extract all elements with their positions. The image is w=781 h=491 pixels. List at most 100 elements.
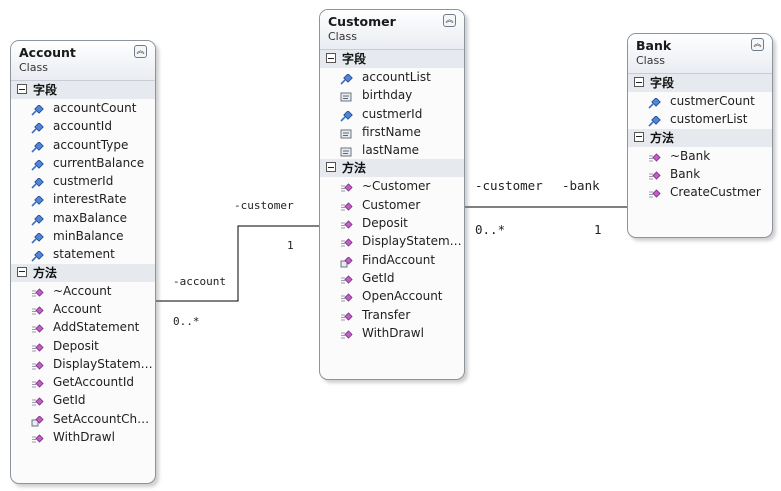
member-row[interactable]: Deposit	[11, 337, 155, 355]
member-name: SetAccountCh…	[53, 411, 150, 426]
member-row[interactable]: SetAccountCh…	[11, 410, 155, 428]
member-row[interactable]: currentBalance	[11, 154, 155, 172]
member-row[interactable]: OpenAccount	[320, 287, 464, 305]
member-name: OpenAccount	[362, 289, 443, 304]
collapse-icon[interactable]: ︽	[751, 38, 764, 51]
member-row[interactable]: accountId	[11, 117, 155, 135]
section-title: 字段	[33, 83, 58, 97]
member-name: interestRate	[53, 192, 127, 207]
section-header[interactable]: 字段	[11, 81, 155, 99]
member-name: Customer	[362, 197, 421, 212]
method-icon	[340, 310, 353, 321]
member-name: currentBalance	[53, 155, 145, 170]
section-header[interactable]: 方法	[11, 263, 155, 282]
member-name: Transfer	[362, 307, 411, 322]
member-name: AddStatement	[53, 320, 140, 335]
member-name: ~Bank	[670, 148, 711, 163]
member-row[interactable]: CreateCustmer	[628, 183, 772, 201]
member-row[interactable]: custmerId	[320, 105, 464, 123]
method-icon	[31, 304, 44, 315]
member-row[interactable]: custmerCount	[628, 92, 772, 110]
class-stereotype: Class	[636, 54, 665, 67]
field-icon	[31, 140, 44, 153]
field-icon	[31, 194, 44, 208]
method-icon	[648, 187, 661, 198]
member-row[interactable]: firstName	[320, 123, 464, 141]
static-method-icon	[31, 414, 44, 427]
class-header: Account Class ︽	[11, 41, 155, 81]
section-header[interactable]: 字段	[320, 50, 464, 68]
member-row[interactable]: accountCount	[11, 99, 155, 117]
member-row[interactable]: maxBalance	[11, 209, 155, 227]
method-icon	[31, 359, 44, 370]
section-header[interactable]: 字段	[628, 74, 772, 92]
collapse-section-icon[interactable]	[326, 53, 336, 63]
class-header: Bank Class ︽	[628, 34, 772, 74]
member-row[interactable]: WithDrawl	[320, 324, 464, 342]
field-icon	[31, 121, 44, 134]
collapse-section-icon[interactable]	[634, 131, 644, 142]
member-name: CreateCustmer	[670, 185, 761, 200]
collapse-section-icon[interactable]	[634, 77, 644, 87]
member-row[interactable]: WithDrawl	[11, 428, 155, 446]
method-icon	[340, 181, 353, 193]
member-row[interactable]: Customer	[320, 196, 464, 214]
member-name: customerList	[670, 112, 748, 127]
section-header[interactable]: 方法	[320, 159, 464, 178]
method-icon	[340, 236, 353, 247]
member-row[interactable]: interestRate	[11, 190, 155, 208]
collapse-icon[interactable]: ︽	[134, 45, 147, 58]
member-row[interactable]: Transfer	[320, 306, 464, 324]
member-row[interactable]: lastName	[320, 141, 464, 159]
method-icon	[648, 151, 661, 162]
member-row[interactable]: customerList	[628, 110, 772, 128]
section-title: 方法	[650, 130, 675, 145]
member-row[interactable]: accountList	[320, 68, 464, 86]
member-row[interactable]: custmerId	[11, 172, 155, 190]
field-icon	[648, 114, 661, 127]
member-row[interactable]: ~Bank	[628, 147, 772, 165]
member-row[interactable]: AddStatement	[11, 318, 155, 336]
member-row[interactable]: DisplayStatem…	[320, 232, 464, 250]
member-name: WithDrawl	[362, 325, 424, 340]
bank-assoc-customer-role: -customer	[475, 178, 543, 193]
member-name: Bank	[670, 166, 701, 181]
collapse-section-icon[interactable]	[17, 266, 27, 277]
field-icon	[31, 213, 44, 226]
class-stereotype: Class	[328, 30, 357, 43]
collapse-icon[interactable]: ︽	[443, 14, 456, 27]
member-name: accountType	[53, 137, 129, 152]
member-row[interactable]: ~Account	[11, 282, 155, 300]
account-assoc-account-role: -account	[173, 275, 226, 288]
member-row[interactable]: GetAccountId	[11, 373, 155, 391]
field-icon	[31, 249, 44, 262]
account-assoc-customer-role: -customer	[234, 199, 294, 212]
member-row[interactable]: accountType	[11, 136, 155, 154]
account-assoc-account-multiplicity: 0..*	[173, 315, 200, 328]
member-row[interactable]: FindAccount	[320, 251, 464, 269]
member-row[interactable]: Deposit	[320, 214, 464, 232]
collapse-section-icon[interactable]	[326, 162, 336, 173]
class-name: Customer	[328, 14, 396, 29]
member-name: Deposit	[53, 338, 99, 353]
member-row[interactable]: statement	[11, 245, 155, 263]
section-header[interactable]: 方法	[628, 128, 772, 147]
method-icon	[31, 341, 44, 352]
field-icon	[31, 158, 44, 171]
member-row[interactable]: Bank	[628, 165, 772, 183]
section-title: 字段	[342, 52, 367, 66]
section-title: 方法	[342, 161, 367, 176]
member-row[interactable]: minBalance	[11, 227, 155, 245]
member-name: statement	[53, 247, 115, 262]
collapse-section-icon[interactable]	[17, 84, 27, 94]
member-row[interactable]: birthday	[320, 86, 464, 104]
member-row[interactable]: DisplayStatem…	[11, 355, 155, 373]
member-row[interactable]: ~Customer	[320, 177, 464, 195]
member-row[interactable]: Account	[11, 300, 155, 318]
member-row[interactable]: GetId	[320, 269, 464, 287]
member-row[interactable]: GetId	[11, 391, 155, 409]
field-icon	[648, 96, 661, 109]
